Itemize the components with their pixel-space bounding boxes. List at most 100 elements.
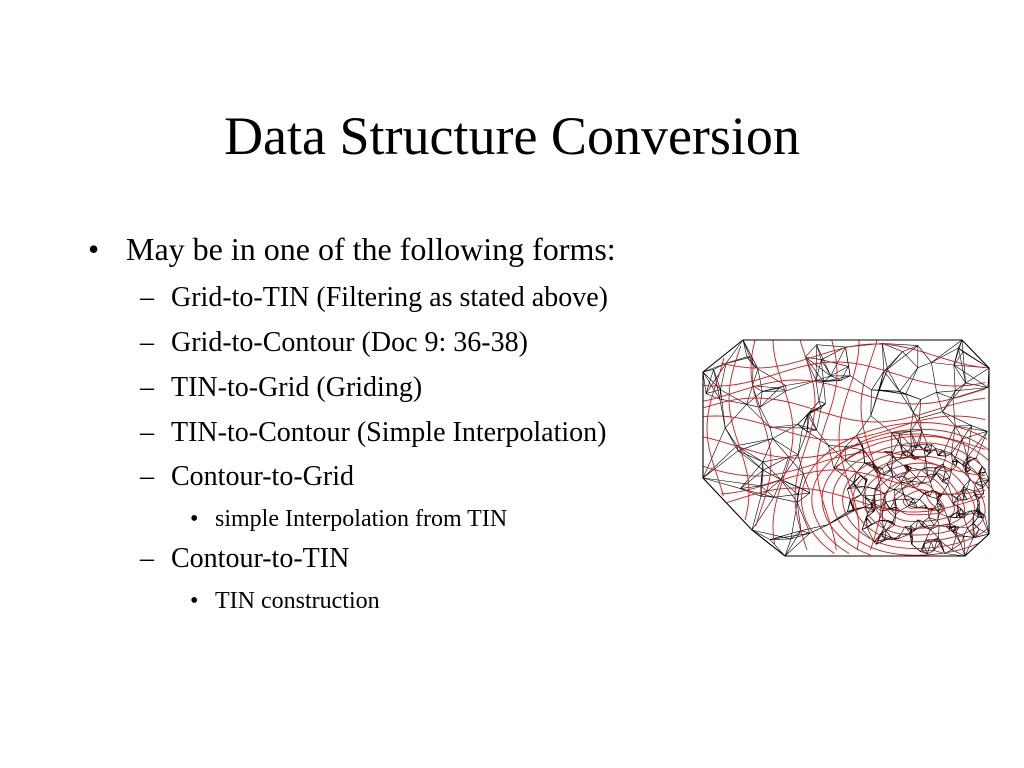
tin-edge: [894, 488, 903, 490]
tin-edge: [864, 497, 872, 504]
tin-edge: [908, 505, 918, 509]
tin-edge: [941, 484, 949, 495]
tin-edge: [702, 450, 739, 479]
tin-edge: [899, 433, 902, 446]
tin-edge: [953, 364, 956, 391]
tin-edge: [963, 536, 966, 557]
tin-edge: [919, 411, 943, 419]
tin-edge: [880, 479, 890, 489]
tin-edge: [900, 456, 908, 459]
contour-line: [702, 433, 986, 459]
tin-edge: [886, 456, 893, 465]
bullet-marker: •: [88, 231, 100, 267]
tin-edge: [884, 470, 891, 476]
tin-edge: [816, 429, 829, 446]
tin-edge: [880, 474, 885, 480]
tin-edge: [861, 443, 865, 464]
tin-edge: [972, 523, 974, 538]
contour-line: [702, 397, 986, 423]
tin-edge: [719, 398, 747, 405]
tin-edge: [929, 490, 934, 497]
contour-line: [702, 361, 986, 387]
tin-edge: [937, 520, 940, 526]
contour-line: [706, 357, 725, 497]
tin-edge: [790, 532, 810, 540]
tin-edge: [760, 495, 775, 498]
tin-edge: [930, 473, 937, 483]
tin-edge: [904, 526, 912, 532]
tin-edge: [921, 475, 928, 483]
tin-edge: [705, 393, 720, 400]
sub-list-item: • simple Interpolation from TIN: [190, 505, 507, 533]
tin-edge: [911, 480, 922, 483]
tin-edge: [885, 530, 892, 538]
tin-edge: [892, 440, 899, 453]
tin-edge: [905, 499, 912, 503]
tin-edge: [751, 497, 775, 531]
tin-edge: [908, 498, 914, 506]
tin-edge: [910, 418, 920, 432]
tin-edge: [942, 411, 972, 426]
tin-edge: [949, 470, 952, 478]
tin-edge: [705, 363, 727, 394]
contour-line: [902, 489, 936, 509]
contour-line: [862, 462, 976, 536]
tin-edge: [938, 469, 946, 472]
tin-edge: [737, 450, 763, 463]
tin-edge: [882, 468, 885, 476]
tin-edge: [921, 481, 931, 483]
tin-edge: [964, 510, 971, 514]
tin-edge: [746, 404, 771, 428]
tin-edge: [876, 472, 885, 476]
tin-edge: [979, 477, 983, 486]
tin-edge: [805, 356, 822, 360]
tin-edge: [827, 508, 855, 525]
tin-edge: [887, 463, 893, 465]
list-item: – TIN-to-Grid (Griding): [140, 371, 422, 405]
tin-edge: [963, 514, 968, 519]
list-item-text: Contour-to-TIN: [171, 543, 350, 574]
tin-edge: [797, 431, 808, 455]
tin-edge: [736, 445, 763, 463]
sub-list-item-text: TIN construction: [215, 588, 380, 614]
tin-edge: [927, 491, 930, 497]
dash-marker: –: [140, 327, 154, 358]
tin-edge: [882, 343, 918, 346]
tin-edge: [958, 347, 990, 369]
tin-edge: [751, 496, 762, 531]
tin-edge: [932, 467, 936, 478]
tin-edge: [845, 449, 864, 461]
tin-edge: [917, 504, 926, 509]
tin-edge: [927, 474, 933, 478]
tin-edge: [865, 479, 867, 481]
tin-edge: [965, 469, 971, 472]
tin-edge: [920, 469, 928, 476]
tin-edge: [920, 392, 937, 400]
tin-edge: [965, 382, 988, 388]
tin-edge: [974, 494, 979, 499]
tin-edge: [780, 456, 789, 480]
tin-edge: [931, 362, 937, 393]
tin-edge: [979, 471, 986, 478]
tin-edge: [864, 486, 876, 489]
tin-edge: [953, 351, 964, 366]
tin-edge: [981, 479, 989, 482]
tin-edge: [850, 375, 872, 391]
tin-edge: [882, 508, 891, 512]
contour-line: [811, 428, 990, 554]
tin-edge: [911, 444, 918, 447]
contour-line: [720, 469, 986, 495]
tin-edge: [958, 508, 962, 514]
tin-edge: [884, 474, 894, 477]
tin-edge: [937, 449, 943, 456]
tin-contour-figure: [697, 334, 997, 564]
tin-edge: [967, 522, 974, 529]
tin-edge: [966, 431, 988, 458]
contour-lines: [702, 339, 990, 556]
contour-line: [750, 339, 772, 527]
tin-edge: [937, 450, 945, 456]
tin-edge: [740, 488, 762, 497]
tin-edge: [975, 477, 980, 484]
tin-edge: [762, 461, 782, 480]
tin-edge: [757, 368, 763, 392]
